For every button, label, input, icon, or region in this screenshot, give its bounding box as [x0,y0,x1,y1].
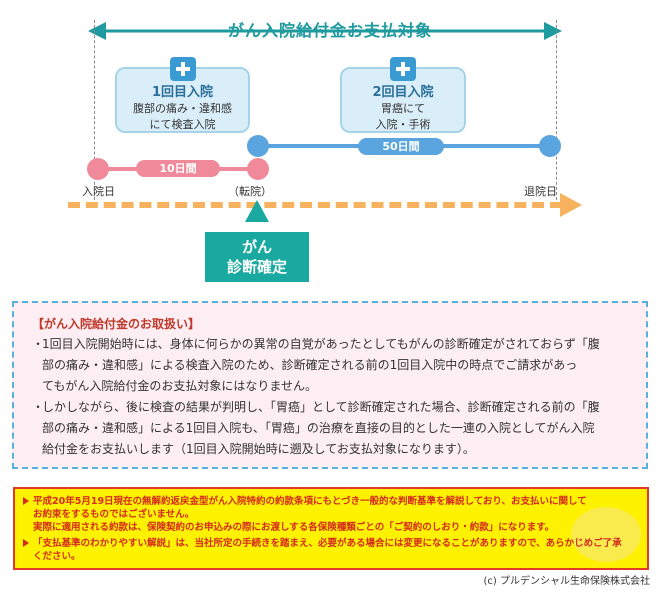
admission-desc-line: 腹部の痛み・違和感 [133,102,232,115]
admission-desc-line: にて検査入院 [149,118,216,131]
disclaimer-line: ください。 [33,551,81,562]
notes-line: てもがん入院給付金のお支払対象にはなりません。 [42,379,318,393]
hospital-cross-icon [390,57,416,81]
copyright: (c) プルデンシャル生命保険株式会社 [483,576,650,587]
triangle-bullet-icon [23,539,29,547]
notes-item: ・ しかしながら、後に検査の結果が判明し、「胃癌」として診断確定された場合、診断… [32,397,634,460]
diagnosis-box: がん 診断確定 [205,232,309,282]
admission-title: 1回目入院 [151,85,214,100]
notes-line: 給付金をお支払いします（1回目入院開始時に遡及してお支払対象になります）。 [42,442,475,456]
timeline-point-transfer-start [247,135,269,157]
notes-line: しかしながら、後に検査の結果が判明し、「胃癌」として診断確定された場合、診断確定… [42,400,600,414]
transfer-label: （転院） [228,185,272,198]
disclaimer-line: お約束をするものではございません。 [33,509,195,520]
diagnosis-line: がん [241,238,272,256]
notes-box: 【がん入院給付金のお取扱い】 ・ 1回目入院開始時には、身体に何らかの異常の自覚… [12,301,648,469]
disclaimer-line: 「支払基準のわかりやすい解説」は、当社所定の手続きを踏まえ、必要がある場合には変… [33,538,622,549]
admission-day-label: 入院日 [82,185,115,198]
diagnosis-line: 診断確定 [226,258,287,276]
timeline-point-transfer-end [247,158,269,180]
admission-card-1: 1回目入院 腹部の痛み・違和感 にて検査入院 [115,57,250,133]
discharge-day-label: 退院日 [524,185,557,198]
time-axis-arrow [68,202,562,208]
bullet: ・ [32,337,45,351]
admission-desc-line: 胃癌にて [381,102,425,115]
timeline-point-discharge [539,135,561,157]
timeline-point-admission [87,158,109,180]
duration-badge-2: 50日間 [358,138,444,155]
triangle-bullet-icon [23,497,29,505]
diagnosis-pointer [245,200,269,222]
decorative-mark [571,507,641,562]
admission-title: 2回目入院 [372,85,434,100]
disclaimer-item: 平成20年5月19日現在の無解約返戻金型がん入院特約の約款条項にもとづき一般的な… [23,495,639,534]
right-guide-line [556,20,557,200]
admission-desc-line: 入院・手術 [375,118,431,131]
span-arrow [88,22,562,40]
notes-title: 【がん入院給付金のお取扱い】 [32,317,201,331]
span-label: がん入院給付金お支払対象 [227,21,432,40]
duration-badge-1: 10日間 [136,160,220,177]
time-axis-arrowhead [560,193,582,217]
notes-line: 部の痛み・違和感」による検査入院のため、診断確定される前の1回目入院中の時点でご… [42,358,578,372]
hospital-cross-icon [169,57,196,81]
notes-item: ・ 1回目入院開始時には、身体に何らかの異常の自覚があったとしてもがんの診断確定… [32,334,634,397]
left-guide-line [94,20,95,200]
disclaimer-item: 「支払基準のわかりやすい解説」は、当社所定の手続きを踏まえ、必要がある場合には変… [23,537,639,563]
notes-line: 部の痛み・違和感」による1回目入院も、「胃癌」の治療を直接の目的とした一連の入院… [42,421,595,435]
disclaimer-line: 実際に適用される約款は、保険契約のお申込みの際にお渡しする各保険種類ごとの「ご契… [33,522,555,533]
bullet: ・ [32,400,45,414]
admission-card-2: 2回目入院 胃癌にて 入院・手術 [340,57,466,133]
disclaimer-box: 平成20年5月19日現在の無解約返戻金型がん入院特約の約款条項にもとづき一般的な… [13,487,649,570]
notes-line: 1回目入院開始時には、身体に何らかの異常の自覚があったとしてもがんの診断確定がさ… [42,337,600,351]
disclaimer-line: 平成20年5月19日現在の無解約返戻金型がん入院特約の約款条項にもとづき一般的な… [33,496,587,507]
